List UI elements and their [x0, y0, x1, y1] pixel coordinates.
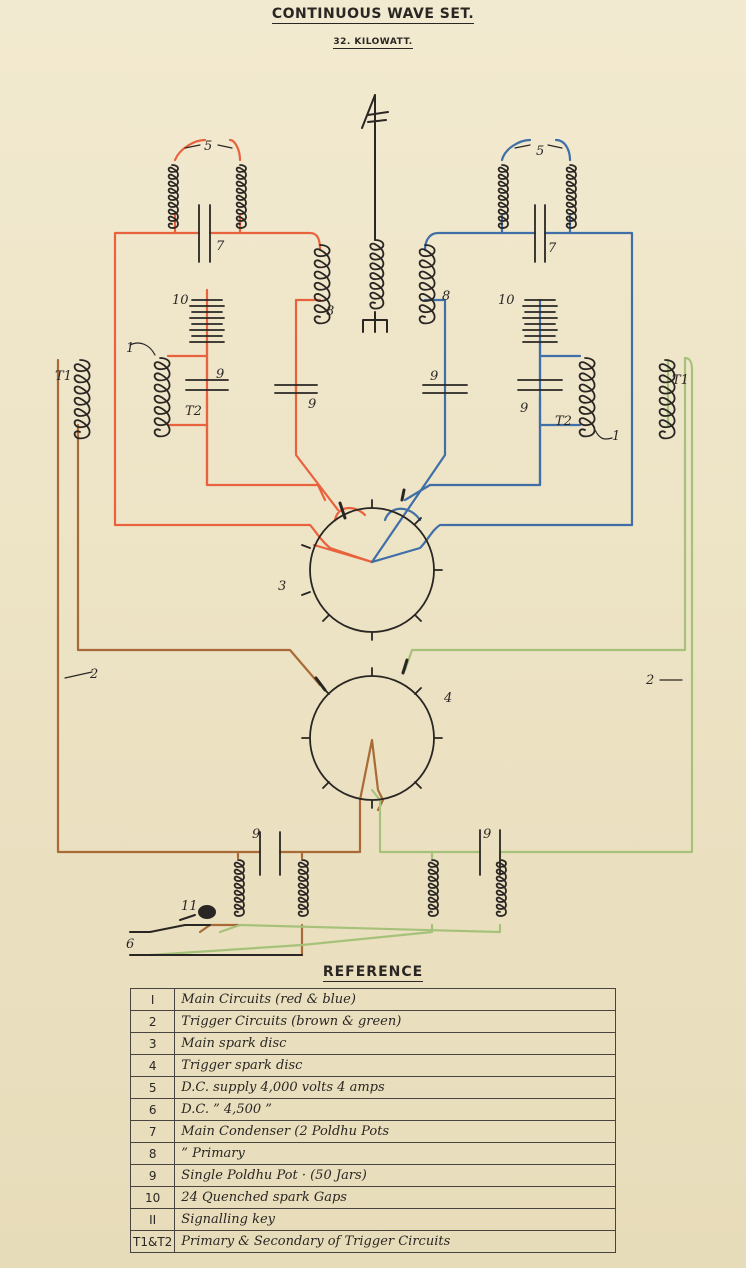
coil-8-right — [418, 244, 436, 325]
label-2-left: 2 — [89, 667, 98, 682]
reference-description: Trigger Circuits (brown & green) — [174, 1010, 616, 1033]
title-text: CONTINUOUS WAVE SET. — [271, 6, 475, 24]
label-2-right: 2 — [645, 673, 654, 688]
label-9-bottom-right: 9 — [483, 827, 491, 842]
label-7-left: 7 — [216, 239, 225, 254]
coil-1-right — [578, 357, 596, 438]
coil-trigger-left-a — [233, 859, 245, 917]
reference-description: Primary & Secondary of Trigger Circuits — [174, 1230, 616, 1253]
label-7-right: 7 — [548, 241, 557, 256]
label-9-bottom-left: 9 — [252, 827, 260, 842]
reference-number: 6 — [129, 1098, 176, 1121]
reference-heading: REFERENCE — [0, 964, 746, 982]
coil-T1-right — [658, 359, 676, 440]
page-subtitle: 32. KILOWATT. — [0, 37, 746, 49]
reference-description: Main Circuits (red & blue) — [174, 988, 616, 1011]
coil-1-left — [153, 357, 171, 438]
label-9-left-a: 9 — [216, 367, 224, 382]
subtitle-text: 32. KILOWATT. — [333, 37, 413, 49]
reference-description: 24 Quenched spark Gaps — [174, 1186, 616, 1209]
label-T2-right: T2 — [555, 414, 572, 429]
reference-number: 4 — [129, 1054, 176, 1077]
reference-description: Trigger spark disc — [174, 1054, 616, 1077]
reference-description: D.C. ” 4,500 ” — [174, 1098, 616, 1121]
trigger-circuit-left — [56, 358, 385, 957]
main-circuit-left — [113, 138, 374, 564]
reference-description: Signalling key — [174, 1208, 616, 1231]
label-10-left: 10 — [172, 293, 189, 308]
reference-number: 8 — [129, 1142, 176, 1165]
label-5-right: 5 — [536, 144, 544, 159]
coil-5-right-b — [565, 164, 577, 229]
coils — [73, 164, 676, 917]
leader-lines — [64, 144, 683, 681]
label-10-right: 10 — [498, 293, 515, 308]
label-9-left-b: 9 — [308, 397, 316, 412]
reference-number: 9 — [129, 1164, 176, 1187]
main-spark-disc — [301, 488, 443, 641]
label-8-left: 8 — [326, 304, 334, 319]
trigger-spark-disc — [301, 658, 443, 809]
coil-trigger-left-b — [297, 859, 309, 917]
signalling-key — [129, 905, 303, 956]
circuit-diagram: 5 5 7 7 8 8 10 10 1 1 9 9 9 9 T2 T2 T1 T… — [55, 94, 694, 957]
aerial — [361, 94, 389, 333]
label-T1-left: T1 — [55, 369, 72, 384]
reference-description: Main Condenser (2 Poldhu Pots — [174, 1120, 616, 1143]
reference-number: T1&T2 — [129, 1230, 176, 1253]
label-8-right: 8 — [442, 289, 450, 304]
reference-number: 3 — [129, 1032, 176, 1055]
coil-5-left-a — [167, 164, 179, 229]
label-4: 4 — [443, 691, 452, 706]
coil-5-left-b — [235, 164, 247, 229]
quenched-spark-gaps — [189, 299, 558, 343]
reference-description: Main spark disc — [174, 1032, 616, 1055]
trigger-circuit-right — [148, 356, 694, 957]
label-9-right-a: 9 — [430, 369, 438, 384]
label-T1-right: T1 — [672, 373, 689, 388]
condensers — [185, 204, 563, 876]
coil-T1-left — [73, 359, 91, 440]
label-T2-left: T2 — [185, 404, 202, 419]
label-6: 6 — [126, 937, 134, 952]
label-1-right: 1 — [612, 429, 620, 444]
main-circuit-right — [370, 138, 634, 564]
coil-5-right-a — [497, 164, 509, 229]
reference-description: D.C. supply 4,000 volts 4 amps — [174, 1076, 616, 1099]
page-title: CONTINUOUS WAVE SET. — [0, 6, 746, 24]
coil-8-left — [313, 244, 331, 325]
label-3: 3 — [278, 579, 286, 594]
reference-number: 7 — [129, 1120, 176, 1143]
reference-number: 5 — [129, 1076, 176, 1099]
reference-number: II — [129, 1208, 176, 1231]
reference-description: Single Poldhu Pot · (50 Jars) — [174, 1164, 616, 1187]
label-9-right-b: 9 — [520, 401, 528, 416]
coil-trigger-right-b — [495, 859, 507, 917]
label-5-left: 5 — [204, 139, 212, 154]
label-1-left: 1 — [126, 341, 134, 356]
coil-trigger-right-a — [427, 859, 439, 917]
reference-number: I — [129, 988, 176, 1011]
reference-number: 2 — [129, 1010, 176, 1033]
reference-row: 8” Primary — [129, 1142, 616, 1165]
reference-number: 10 — [129, 1186, 176, 1209]
reference-heading-text: REFERENCE — [322, 964, 424, 982]
reference-description: ” Primary — [174, 1142, 616, 1165]
diagram-labels: 5 5 7 7 8 8 10 10 1 1 9 9 9 9 T2 T2 T1 T… — [55, 139, 689, 952]
label-11: 11 — [181, 899, 198, 914]
coil-aerial — [369, 239, 385, 310]
